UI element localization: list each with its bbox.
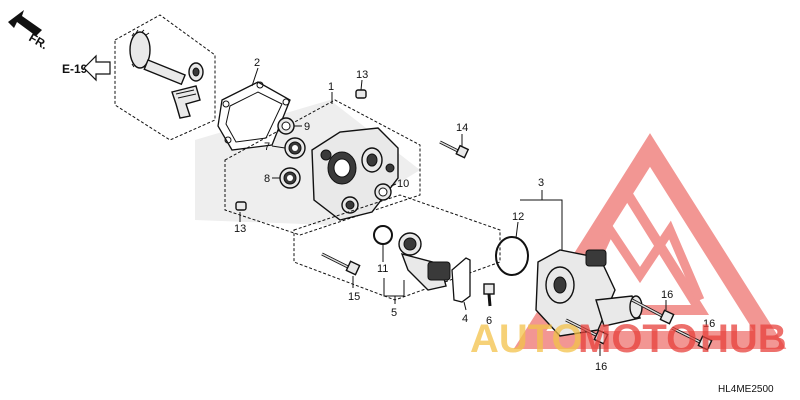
front-arrow-icon: FR. <box>8 10 50 52</box>
bolt-15: 15 <box>321 252 361 303</box>
gear-case-housing <box>311 127 399 221</box>
leader-2 <box>251 67 259 87</box>
callout-1: 1 <box>328 81 334 93</box>
bolt-14: 14 <box>439 122 470 159</box>
callout-16-right: 16 <box>703 318 715 330</box>
callout-13-bottom: 13 <box>234 223 246 235</box>
callout-13-top: 13 <box>356 69 368 81</box>
callout-4: 4 <box>462 313 468 325</box>
reference-label: E-19 <box>62 62 88 76</box>
bolt-16-bottom: 16 <box>565 318 609 373</box>
callout-6: 6 <box>486 315 492 327</box>
callout-15: 15 <box>348 291 360 303</box>
callout-9: 9 <box>304 121 310 133</box>
direction-label: FR. <box>27 30 51 52</box>
callout-14: 14 <box>456 122 468 134</box>
shift-motor <box>535 249 643 337</box>
bearing-8: 8 <box>264 167 301 189</box>
callout-16-bottom: 16 <box>595 361 607 373</box>
shift-fork <box>171 85 201 119</box>
housing-group-box <box>224 99 421 236</box>
callout-3: 3 <box>538 177 544 189</box>
gear-shaft <box>129 29 204 86</box>
watermark-part1: AUTO <box>470 317 583 361</box>
callout-5: 5 <box>391 307 397 319</box>
gear-group-box <box>114 14 216 141</box>
sensor-group-box <box>293 194 501 301</box>
callout-8: 8 <box>264 173 270 185</box>
bolt-6: 6 <box>483 283 495 327</box>
watermark-part2: MOTO <box>578 317 697 361</box>
reference-arrow: E-19 <box>62 54 111 82</box>
bolt-16-right: 16 <box>671 318 715 351</box>
diagram-code: HL4ME2500 <box>718 384 774 395</box>
dowel-pin-top: 13 <box>355 69 368 99</box>
watermark-text: AUTO MOTO HUB <box>470 317 787 361</box>
callout-2: 2 <box>254 57 260 69</box>
callout-12: 12 <box>512 211 524 223</box>
speed-sensor <box>398 232 451 291</box>
bracket-4: 4 <box>451 257 471 325</box>
callout-11: 11 <box>377 263 388 275</box>
callout-7: 7 <box>264 141 270 153</box>
oil-seal-10: 10 <box>374 178 409 201</box>
watermark-part3: HUB <box>700 317 787 361</box>
bearing-9: 9 <box>277 117 310 135</box>
callout-16-top: 16 <box>661 289 673 301</box>
leader-3 <box>520 199 563 250</box>
o-ring-11: 11 <box>373 225 393 275</box>
dowel-pin-bottom: 13 <box>234 201 247 235</box>
bolt-16-top: 16 <box>631 289 675 325</box>
callout-10: 10 <box>397 178 409 190</box>
leader-5 <box>383 278 405 297</box>
bearing-7: 7 <box>264 137 306 159</box>
o-ring-12: 12 <box>495 211 529 276</box>
